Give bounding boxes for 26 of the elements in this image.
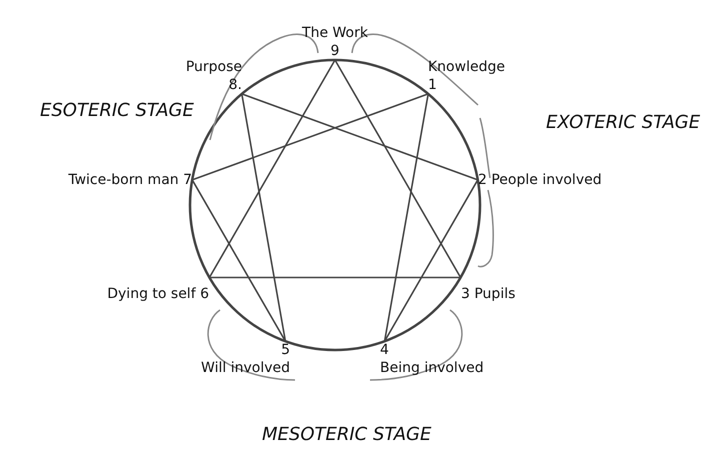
line [192, 93, 428, 181]
line [208, 60, 336, 278]
line [384, 94, 429, 342]
line [334, 60, 462, 278]
point-label: Twice-born man 7 [68, 171, 192, 189]
point-label: Will involved [201, 359, 290, 377]
line [384, 179, 478, 342]
line [192, 179, 286, 342]
point-label: 4 [380, 341, 389, 359]
point-label: 3 Pupils [461, 285, 516, 303]
stage-label: MESOTERIC STAGE [262, 424, 432, 445]
point-label: 1 [428, 76, 437, 94]
point-label: Dying to self 6 [107, 285, 209, 303]
point-label: Knowledge [428, 58, 505, 76]
stage-label: EXOTERIC STAGE [546, 112, 700, 133]
point-label: 2 People involved [478, 171, 602, 189]
point-label: The Work [302, 24, 368, 42]
point-label: 8. [228, 76, 242, 94]
line [241, 94, 286, 342]
point-label: 5 [281, 341, 290, 359]
point-label: Being involved [380, 359, 484, 377]
line [209, 276, 461, 278]
point-label: 9 [330, 42, 340, 60]
line [242, 93, 478, 181]
stage-label: ESOTERIC STAGE [40, 100, 194, 121]
point-label: Purpose [186, 58, 242, 76]
